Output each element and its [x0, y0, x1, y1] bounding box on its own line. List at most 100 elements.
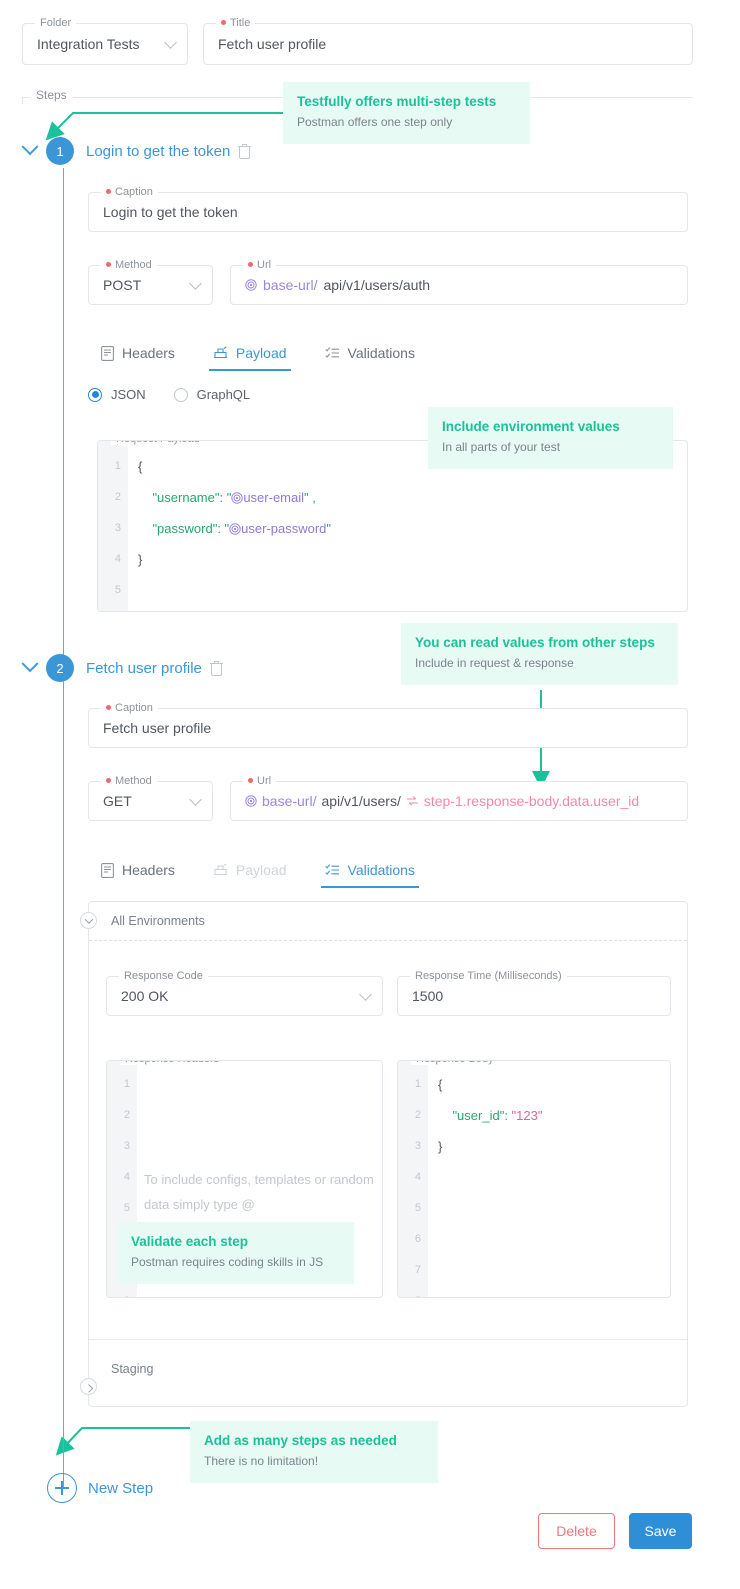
line-number: 4: [414, 1171, 421, 1183]
step1-caption-input[interactable]: Caption Login to get the token: [88, 185, 688, 232]
env-group-label: All Environments: [111, 914, 205, 928]
callout-many-steps: Add as many steps as needed There is no …: [190, 1421, 438, 1483]
chevron-down-icon[interactable]: [21, 138, 39, 156]
tab-payload-label: Payload: [235, 345, 287, 361]
step1-url-input[interactable]: Url base-url/ api/v1/users/auth: [230, 258, 688, 305]
title-input[interactable]: Title Fetch user profile: [203, 16, 693, 65]
step1-method-label: Method: [101, 258, 157, 272]
new-step-button[interactable]: New Step: [47, 1473, 153, 1503]
code-line: [138, 575, 687, 606]
required-dot-icon: [106, 262, 111, 267]
tab-validations-label: Validations: [347, 862, 415, 878]
line-number: 8: [107, 1286, 137, 1297]
step-header-2[interactable]: 2 Fetch user profile: [21, 654, 223, 682]
steps-legend: Steps: [30, 88, 73, 102]
tab-headers[interactable]: Headers: [97, 345, 179, 370]
required-dot-icon: [106, 705, 111, 710]
step2-caption-value: Fetch user profile: [103, 720, 212, 736]
response-code-select[interactable]: Response Code 200 OK: [106, 969, 383, 1016]
step1-tabs: Headers Payload Validations: [97, 338, 688, 371]
step-header-1[interactable]: 1 Login to get the token: [21, 137, 252, 165]
step2-url-input[interactable]: Url base-url/ api/v1/users/ step-1.respo…: [230, 774, 688, 821]
tab-validations[interactable]: Validations: [320, 862, 420, 888]
step-rail-2: [63, 628, 64, 1488]
callout-body: There is no limitation!: [204, 1454, 319, 1468]
request-payload-code: { "username": "user-email" , "password":…: [128, 441, 687, 606]
delete-button[interactable]: Delete: [538, 1513, 615, 1549]
tab-payload[interactable]: Payload: [208, 345, 291, 371]
environment-variable-icon: [245, 795, 257, 807]
line-number: 7: [414, 1264, 421, 1276]
code-line: {: [138, 459, 143, 474]
request-payload-label: Request Payload: [111, 441, 205, 445]
radio-json-label[interactable]: JSON: [111, 387, 146, 402]
response-body-code: { "user_id": "123" }: [428, 1061, 670, 1162]
line-number: 2: [114, 491, 121, 503]
step1-url-env: base-url/: [263, 277, 318, 293]
line-number: 5: [123, 1202, 130, 1214]
title-label: Title: [216, 16, 256, 30]
step1-caption-value: Login to get the token: [103, 204, 238, 220]
step2-method-select[interactable]: Method GET: [88, 774, 213, 821]
headers-icon: [101, 862, 114, 878]
step2-caption-input[interactable]: Caption Fetch user profile: [88, 701, 688, 748]
response-time-label: Response Time (Milliseconds): [410, 969, 567, 983]
response-body-editor[interactable]: Response Body 1 2 3 4 5 6 7 8 { "user_id…: [397, 1060, 671, 1298]
step2-url-label: Url: [243, 774, 277, 788]
line-number: 3: [414, 1140, 421, 1152]
tab-headers[interactable]: Headers: [97, 862, 179, 887]
env-group-label: Staging: [111, 1362, 154, 1376]
step-number-badge: 1: [46, 137, 74, 165]
env-group-header-staging[interactable]: Staging: [89, 1350, 687, 1388]
payload-format-radios: JSON GraphQL: [88, 387, 250, 402]
step2-caption-label: Caption: [101, 701, 158, 715]
response-time-input[interactable]: Response Time (Milliseconds) 1500: [397, 969, 671, 1016]
folder-label: Folder: [35, 16, 77, 30]
callout-body: In all parts of your test: [442, 440, 561, 454]
env-group-header-all[interactable]: All Environments: [89, 902, 687, 940]
callout-env-values: Include environment values In all parts …: [428, 407, 673, 469]
chevron-right-icon: [84, 1383, 93, 1393]
tab-validations-label: Validations: [347, 345, 415, 361]
callout-heading: Testfully offers multi-step tests: [297, 94, 497, 109]
callout-body: Postman requires coding skills in JS: [131, 1255, 324, 1269]
radio-graphql[interactable]: [173, 387, 188, 402]
response-time-value: 1500: [412, 988, 444, 1004]
code-line: "password": "user-password": [138, 521, 332, 536]
code-line: "username": "user-email" ,: [138, 490, 316, 505]
code-line: }: [438, 1139, 443, 1154]
delete-step-icon[interactable]: [238, 143, 252, 159]
save-button[interactable]: Save: [629, 1513, 692, 1549]
response-headers-placeholder: To include configs, templates or random …: [144, 1172, 374, 1212]
env-group-divider: [89, 1339, 687, 1340]
env-group-toggle-all[interactable]: [80, 912, 97, 929]
steps-divider-cap: [22, 97, 23, 104]
step2-url-step-ref: step-1.response-body.data.user_id: [423, 793, 640, 809]
radio-json[interactable]: [88, 387, 102, 402]
radio-graphql-label[interactable]: GraphQL: [196, 387, 251, 402]
step-title[interactable]: Login to get the token: [86, 142, 231, 160]
step1-url-label: Url: [243, 258, 277, 272]
step-title[interactable]: Fetch user profile: [86, 659, 202, 677]
step1-caption-label: Caption: [101, 185, 158, 199]
code-line: }: [138, 552, 143, 567]
chevron-down-icon[interactable]: [21, 655, 39, 673]
tab-validations[interactable]: Validations: [321, 345, 419, 370]
required-dot-icon: [221, 20, 226, 25]
line-number: 3: [123, 1140, 130, 1152]
callout-body: Postman offers one step only: [297, 115, 453, 129]
title-value: Fetch user profile: [218, 36, 327, 52]
plus-circle-icon: [47, 1473, 77, 1503]
code-line: {: [438, 1077, 443, 1092]
folder-value: Integration Tests: [37, 36, 140, 52]
environment-variable-icon: [231, 492, 244, 504]
step1-method-select[interactable]: Method POST: [88, 258, 213, 305]
line-number: 3: [114, 522, 121, 534]
validations-icon: [324, 864, 339, 875]
step1-method-value: POST: [103, 277, 142, 293]
delete-step-icon[interactable]: [209, 660, 223, 676]
folder-select[interactable]: Folder Integration Tests: [22, 16, 188, 65]
callout-heading: Add as many steps as needed: [204, 1433, 397, 1448]
payload-icon: [213, 346, 227, 359]
env-group-toggle-staging[interactable]: [80, 1378, 97, 1395]
